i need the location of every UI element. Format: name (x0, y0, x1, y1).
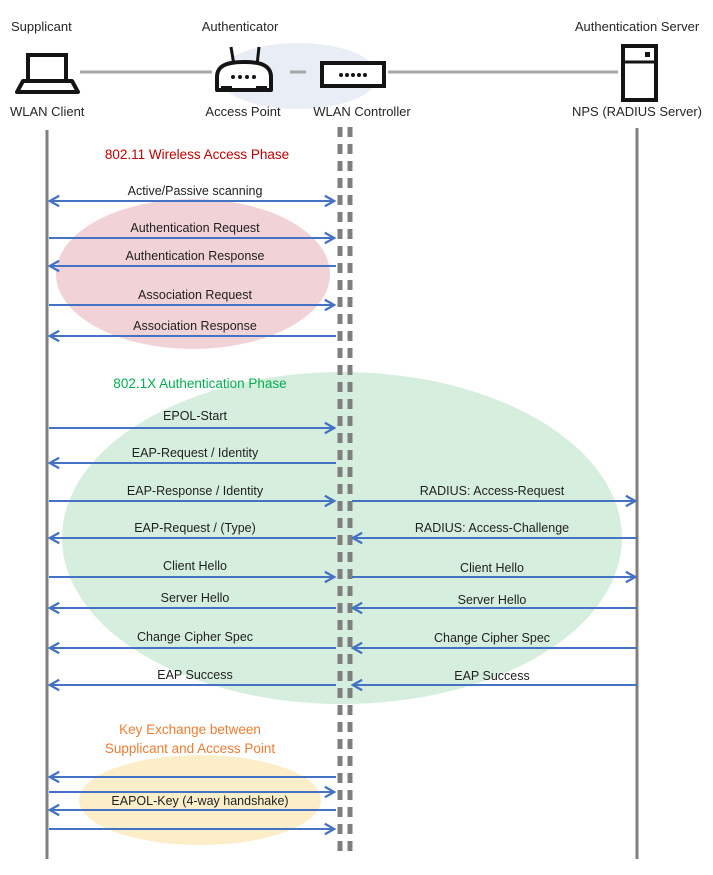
laptop-icon (15, 53, 80, 94)
message-label: Authentication Response (125, 249, 265, 263)
phase-title-authentication: 802.1X Authentication Phase (113, 376, 287, 391)
phase-title-key-exchange-line1: Key Exchange between (119, 722, 261, 737)
access-point-icon (215, 46, 273, 92)
message-arrows-left (49, 201, 336, 829)
message-label: RADIUS: Access-Request (419, 484, 565, 498)
role-authentication-server: Authentication Server (574, 19, 700, 34)
message-label: Authentication Request (130, 221, 260, 235)
message-label: EPOL-Start (163, 409, 227, 423)
message-label: RADIUS: Access-Challenge (414, 521, 570, 535)
message-label: Change Cipher Spec (136, 630, 254, 644)
message-label: Server Hello (457, 593, 527, 607)
role-authenticator: Authenticator (201, 19, 279, 34)
message-label: Client Hello (460, 561, 524, 575)
wireless-access-phase-ellipse (56, 199, 330, 349)
wlan-controller-icon (320, 61, 386, 88)
message-label: EAP Success (454, 669, 530, 683)
message-label: Change Cipher Spec (433, 631, 551, 645)
role-supplicant: Supplicant (11, 19, 72, 34)
message-label: EAP-Request / Identity (131, 446, 259, 460)
node-access-point: Access Point (205, 104, 281, 119)
node-wlan-client: WLAN Client (10, 104, 85, 119)
message-label: Server Hello (160, 591, 230, 605)
message-label: EAP Success (157, 668, 233, 682)
message-label: Active/Passive scanning (127, 184, 263, 198)
message-arrows-right (352, 501, 637, 685)
message-label: Association Request (138, 288, 252, 302)
message-label: Association Response (133, 319, 257, 333)
message-label: EAPOL-Key (4-way handshake) (111, 794, 289, 808)
server-icon (621, 44, 658, 102)
message-label: EAP-Request / (Type) (134, 521, 256, 535)
message-label: Client Hello (163, 559, 227, 573)
message-label: EAP-Response / Identity (126, 484, 264, 498)
node-nps-radius-server: NPS (RADIUS Server) (571, 104, 703, 119)
phase-title-wireless-access: 802.11 Wireless Access Phase (104, 147, 290, 162)
phase-title-key-exchange-line2: Supplicant and Access Point (104, 741, 276, 756)
node-wlan-controller: WLAN Controller (313, 104, 411, 119)
